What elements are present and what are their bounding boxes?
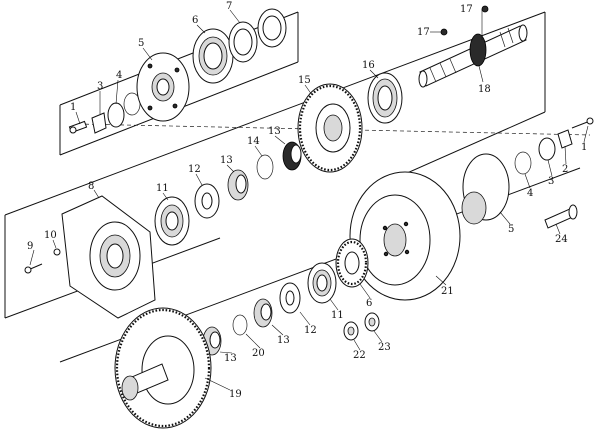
callout-labels: 1 3 4 5 6 7 17 17 18 16 15 13 14 13 12 1…: [27, 1, 587, 400]
callout-3-upper: 3: [97, 81, 103, 92]
nut-part-22: [343, 321, 359, 341]
seal-part-7-upper-b: [257, 8, 287, 48]
callout-8: 8: [88, 181, 94, 192]
callout-15: 15: [298, 75, 311, 86]
flange-part-5-lower: [461, 153, 510, 225]
bearing-part-11-lower: [307, 262, 337, 304]
callout-1-upper: 1: [70, 102, 76, 113]
lock-plate-part-2-upper: [91, 112, 107, 134]
callout-20: 20: [252, 348, 265, 359]
callout-6-upper: 6: [192, 15, 198, 26]
cover-part-8: [61, 195, 156, 319]
needle-bearing-part-16: [367, 72, 403, 124]
bearing-part-11-upper: [154, 196, 190, 246]
callout-4-upper: 4: [116, 70, 122, 81]
bolt-part-1-lower: [571, 117, 594, 129]
callout-11-lower: 11: [331, 310, 344, 321]
callout-17-b: 17: [417, 27, 430, 38]
bearing-part-6-upper: [192, 28, 234, 84]
bolt-part-24: [544, 204, 578, 229]
clutch-drum-part-21: [349, 171, 461, 301]
lock-plate-part-2-lower: [557, 129, 573, 149]
washer-part-3-upper: [107, 102, 125, 128]
callout-7: 7: [226, 1, 232, 12]
o-ring-part-4-lower: [514, 151, 532, 175]
callout-13-a: 13: [268, 126, 281, 137]
callout-3-lower: 3: [548, 176, 554, 187]
callout-24: 24: [555, 234, 568, 245]
callout-21: 21: [441, 286, 454, 297]
washer-part-12-upper: [194, 183, 220, 219]
callout-5-lower: 5: [508, 224, 514, 235]
needle-roller-part-13-mid: [227, 169, 249, 201]
callout-1-lower: 1: [581, 142, 587, 153]
callout-6-lower: 6: [366, 298, 372, 309]
ball-part-17-a: [481, 5, 489, 13]
callout-11-upper: 11: [156, 183, 169, 194]
spacer-part-20: [232, 314, 248, 336]
callout-13-c: 13: [277, 335, 290, 346]
callout-19: 19: [229, 389, 242, 400]
leader-lines: [29, 9, 589, 391]
callout-13-b: 13: [220, 155, 233, 166]
washer-part-10: [53, 248, 61, 256]
callout-10: 10: [44, 230, 57, 241]
snap-ring-part-14: [256, 154, 274, 180]
callout-5-upper: 5: [138, 38, 144, 49]
callout-14: 14: [247, 136, 260, 147]
callout-2: 2: [562, 164, 568, 175]
callout-18: 18: [478, 84, 491, 95]
bolt-part-9: [24, 263, 43, 274]
gear-part-19: [114, 307, 212, 429]
callout-17-a: 17: [460, 4, 473, 15]
shaft-part-18: [418, 24, 528, 88]
ball-part-17-b: [440, 28, 448, 36]
callout-9: 9: [27, 241, 33, 252]
callout-13-d: 13: [224, 353, 237, 364]
seal-part-7-upper: [228, 21, 258, 63]
callout-22: 22: [353, 350, 366, 361]
needle-roller-part-13-upper: [282, 141, 302, 171]
gear-part-15: [297, 83, 363, 173]
callout-4-lower: 4: [527, 188, 533, 199]
nut-part-23: [364, 312, 380, 332]
callout-16: 16: [362, 60, 375, 71]
bolt-part-1-upper: [68, 120, 88, 134]
needle-roller-part-13-lower-a: [253, 298, 273, 328]
washer-part-12-lower: [279, 282, 301, 314]
flange-part-5-upper: [136, 52, 190, 122]
washer-part-3-lower: [538, 137, 556, 161]
callout-12-lower: 12: [304, 325, 317, 336]
callout-23: 23: [378, 342, 391, 353]
bearing-part-6-lower: [335, 238, 369, 288]
callout-12-upper: 12: [188, 164, 201, 175]
